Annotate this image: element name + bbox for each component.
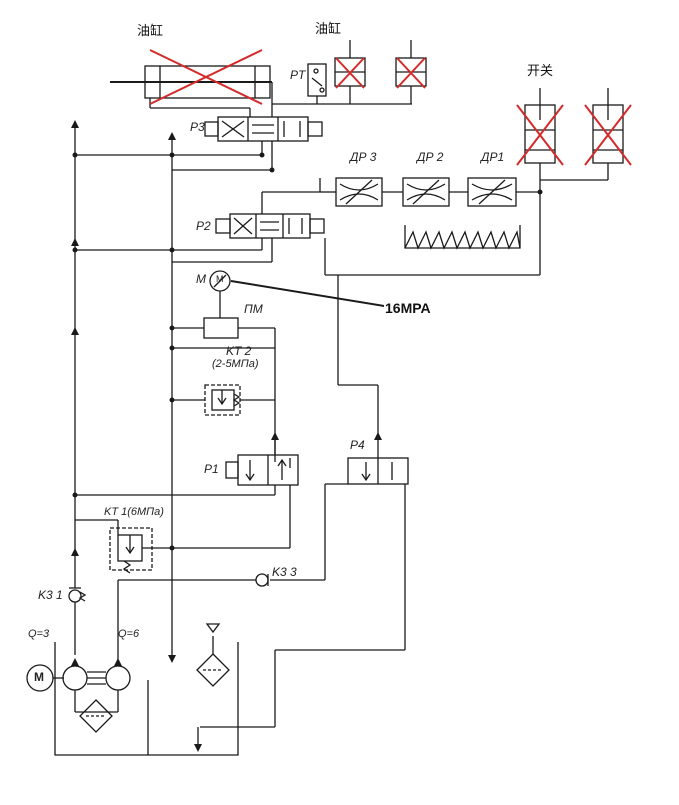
flow-arrows [71, 120, 543, 752]
throttle-row [319, 177, 541, 275]
label-gauge: M [196, 272, 206, 286]
label-k31: K3 1 [38, 588, 63, 602]
label-kt2-range: (2-5MПа) [212, 358, 259, 370]
label-q6: Q=6 [118, 628, 140, 640]
label-p1: P1 [204, 462, 219, 476]
pm-pressure-relay [203, 317, 239, 339]
pressure-callout: 16MPA [385, 300, 431, 316]
p2-directional-valve [215, 213, 325, 239]
pt-pressure-switch [307, 63, 327, 97]
label-k33: K3 3 [272, 565, 297, 579]
p3-directional-valve [204, 116, 323, 142]
pressure-gauge [209, 270, 231, 318]
label-pm: ПМ [244, 302, 263, 316]
label-p3: P3 [190, 120, 205, 134]
motor [26, 664, 64, 692]
switch-cylinder-2 [592, 88, 624, 180]
sawtooth-plate [404, 225, 521, 250]
label-q3: Q=3 [28, 628, 50, 640]
suction-filter [79, 699, 113, 733]
kt1-relief-valve [109, 527, 153, 574]
tank-unit [54, 642, 239, 756]
k33-check-valve [255, 573, 269, 587]
motor-letter: M [34, 670, 44, 684]
red-cross-marks [149, 49, 632, 166]
label-kt2: KT 2 [226, 344, 252, 358]
p1-solenoid-valve [225, 454, 299, 486]
label-dp1: ДР1 [481, 150, 505, 164]
pump-2 [105, 665, 131, 712]
label-kt1: KT 1(6MПа) [104, 506, 164, 518]
pump-1 [62, 665, 106, 691]
label-p4: P4 [350, 438, 365, 452]
kt2-relief-valve [204, 384, 241, 416]
label-p2: P2 [196, 219, 211, 233]
label-dp2: ДР 2 [417, 150, 444, 164]
switch-label: 开关 [527, 64, 554, 79]
cylinder-label-right: 油缸 [315, 22, 342, 37]
cylinder-label-left: 油缸 [137, 24, 164, 39]
label-pt: PT [290, 68, 306, 82]
return-filter [196, 623, 230, 687]
k31-check-valve [68, 587, 87, 603]
main-cylinder [110, 65, 272, 99]
gauge-letter: M [216, 274, 224, 284]
p4-solenoid-valve [347, 457, 409, 485]
label-dp3: ДР 3 [350, 150, 377, 164]
switch-cylinder-1 [524, 88, 556, 180]
